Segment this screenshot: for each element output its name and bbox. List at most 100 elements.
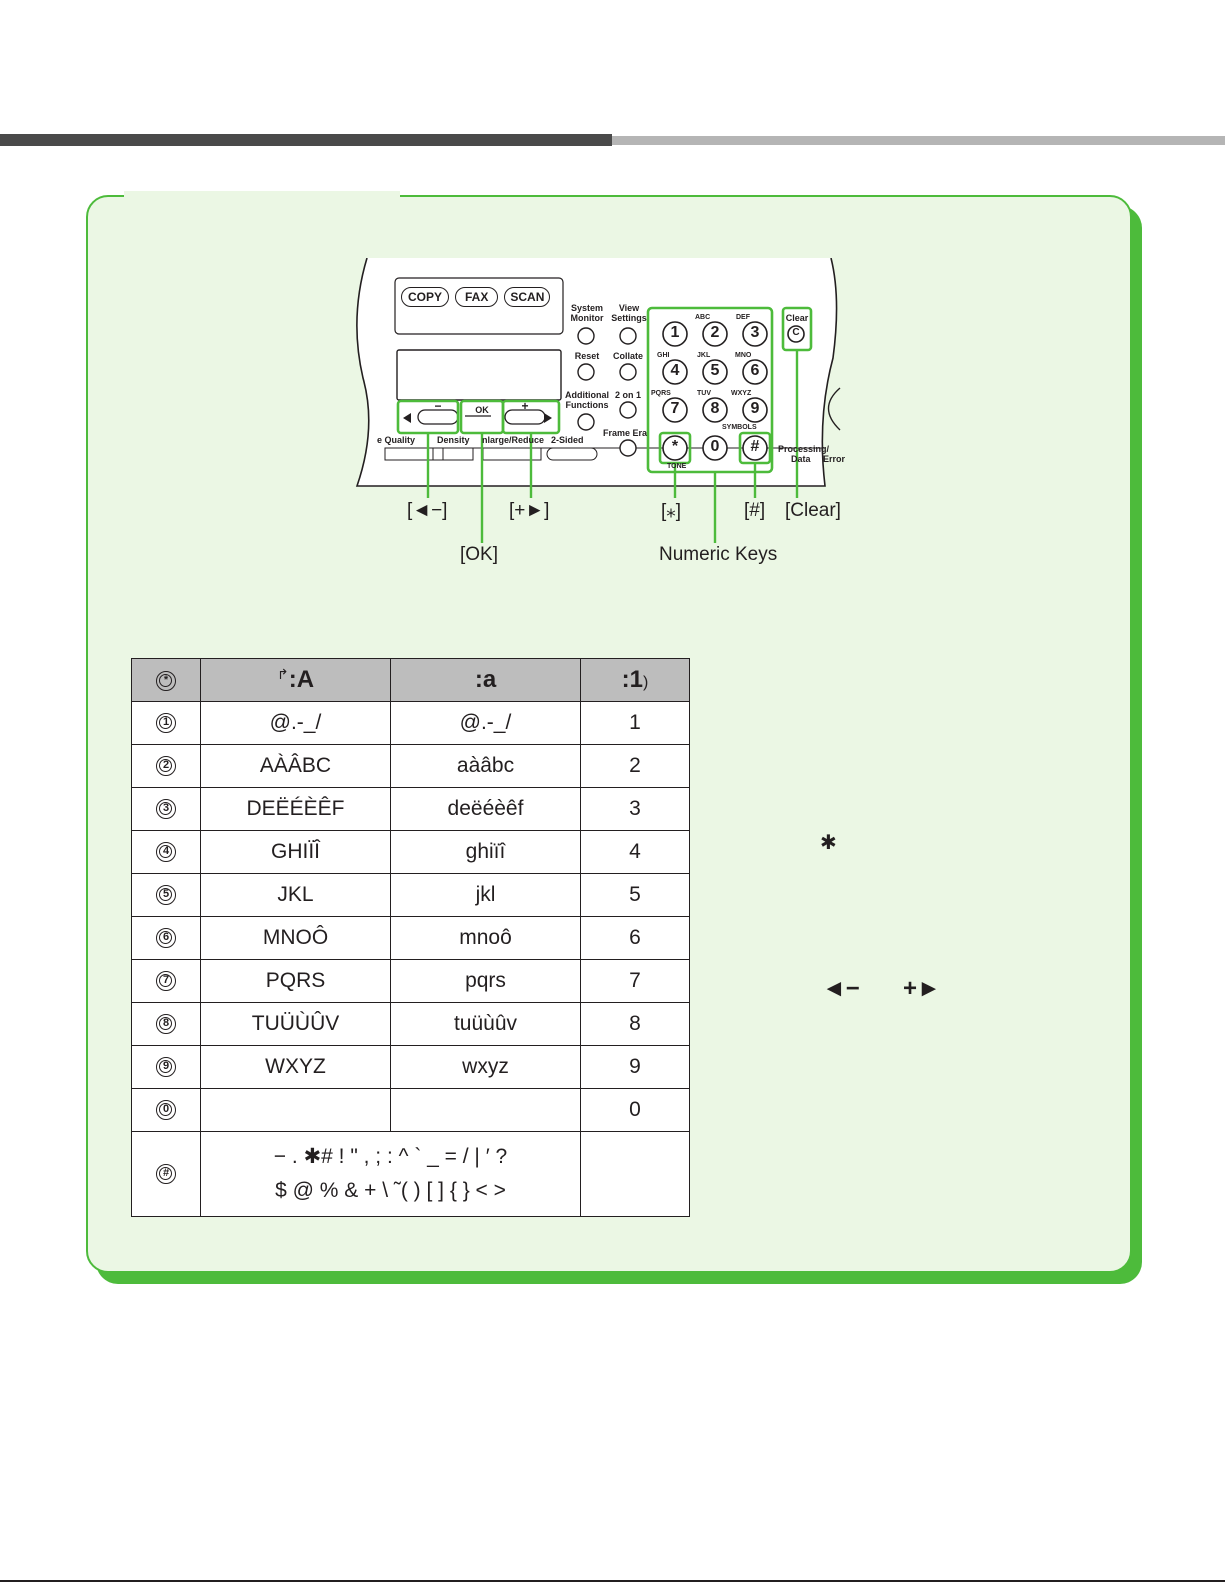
key-icon-8: 8: [156, 1014, 176, 1035]
footer-rule: [0, 1580, 1225, 1582]
key-cell: 5: [131, 873, 201, 917]
num-cell: 4: [580, 830, 690, 874]
label-plus: +: [521, 399, 529, 413]
label-processing: Processing/: [778, 444, 830, 454]
scan-button[interactable]: SCAN: [504, 287, 551, 307]
numeric-key-star[interactable]: *: [671, 438, 679, 455]
callout-ok: [OK]: [460, 544, 499, 565]
header-bar-light: [612, 136, 1225, 145]
label-system-monitor: System Monitor: [570, 303, 604, 323]
label-symbols: SYMBOLS: [722, 424, 757, 431]
key-cell: 1: [131, 701, 201, 745]
num-cell: 7: [580, 959, 690, 1003]
numeric-key-6[interactable]: 6: [750, 362, 760, 379]
numeric-key-hash[interactable]: #: [750, 438, 760, 455]
lower-cell: @.-_/: [390, 701, 581, 745]
copy-button[interactable]: COPY: [401, 287, 450, 307]
star-glyph: ✱: [820, 832, 837, 854]
numeric-key-9[interactable]: 9: [750, 400, 760, 417]
clear-key-glyph[interactable]: C: [792, 327, 800, 338]
header-upper-cell: ↱:A: [200, 658, 391, 702]
plus-right-glyph: +►: [903, 975, 941, 1002]
numeric-key-7[interactable]: 7: [670, 400, 680, 417]
key-cell: 0: [131, 1088, 201, 1132]
upper-cell: @.-_/: [200, 701, 391, 745]
numeric-key-8[interactable]: 8: [710, 400, 720, 417]
key-letters-pqrs: PQRS: [651, 390, 671, 397]
upper-cell: PQRS: [200, 959, 391, 1003]
key-cell: 6: [131, 916, 201, 960]
label-minus: −: [434, 399, 442, 413]
lower-cell: tuüùûv: [390, 1002, 581, 1046]
lower-cell: mnoô: [390, 916, 581, 960]
numeric-key-1[interactable]: 1: [670, 324, 680, 341]
label-enlarge-reduce: nlarge/Reduce: [482, 435, 545, 445]
cycle-arrow-icon: ↱: [276, 666, 289, 682]
upper-cell: [200, 1088, 391, 1132]
upper-cell: GHIÏÎ: [200, 830, 391, 874]
panel-tab-notch: [124, 191, 400, 199]
key-cell: 4: [131, 830, 201, 874]
symbols-line-1: − . ✱# ! " , ; : ^ ` _ = / | ′ ?: [273, 1145, 508, 1168]
upper-cell: JKL: [200, 873, 391, 917]
lower-cell: pqrs: [390, 959, 581, 1003]
callout-left-minus: [◄−]: [407, 500, 448, 521]
key-icon-9: 9: [156, 1057, 176, 1078]
symbols-row: # − . ✱# ! " , ; : ^ ` _ = / | ′ ? $ @ % &…: [131, 1131, 690, 1217]
left-minus-glyph: ◄−: [822, 975, 860, 1002]
key-letters-jkl: JKL: [697, 352, 711, 359]
callout-right-plus: [+►]: [509, 500, 550, 521]
numeric-key-4[interactable]: 4: [670, 362, 680, 379]
num-cell: 0: [580, 1088, 690, 1132]
numeric-key-2[interactable]: 2: [710, 324, 720, 341]
header-lower-cell: :a: [390, 658, 581, 702]
header-num-cell: :1): [580, 658, 690, 702]
numeric-key-0[interactable]: 0: [710, 438, 720, 455]
symbols-line-2: $ @ % & + \ ˜( ) [ ] { } < >: [275, 1179, 506, 1202]
header-bar-dark: [0, 134, 612, 146]
fax-button[interactable]: FAX: [455, 287, 499, 307]
label-ok: OK: [475, 405, 489, 415]
key-cell: 2: [131, 744, 201, 788]
label-frame-erase: Frame Era: [603, 428, 648, 438]
upper-cell: MNOÔ: [200, 916, 391, 960]
num-cell: 5: [580, 873, 690, 917]
upper-cell: AÀÂBC: [200, 744, 391, 788]
upper-cell: DEËÉÈÊF: [200, 787, 391, 831]
num-cell: [580, 1131, 690, 1217]
num-cell: 9: [580, 1045, 690, 1089]
numeric-key-5[interactable]: 5: [710, 362, 720, 379]
key-letters-ghi: GHI: [657, 352, 670, 359]
key-icon-hash: #: [156, 1164, 176, 1185]
mode-button-group: COPY FAX SCAN: [401, 287, 551, 307]
lower-cell: ghiïî: [390, 830, 581, 874]
header-key-cell: *: [131, 658, 201, 702]
key-cell: #: [131, 1131, 201, 1217]
symbols-cell: − . ✱# ! " , ; : ^ ` _ = / | ′ ? $ @ % & …: [200, 1131, 581, 1217]
callout-clear: [Clear]: [785, 500, 841, 521]
key-icon-6: 6: [156, 928, 176, 949]
upper-cell: TUÜÙÛV: [200, 1002, 391, 1046]
numeric-key-3[interactable]: 3: [750, 324, 760, 341]
key-icon-3: 3: [156, 799, 176, 820]
key-letters-tuv: TUV: [697, 390, 711, 397]
label-image-quality: e Quality: [377, 435, 416, 445]
label-clear: Clear: [785, 313, 809, 323]
label-view-settings: View Settings: [611, 303, 647, 323]
lower-cell: wxyz: [390, 1045, 581, 1089]
key-icon-7: 7: [156, 971, 176, 992]
num-cell: 3: [580, 787, 690, 831]
label-data: Data: [791, 454, 811, 464]
callout-star: [⁎]: [661, 501, 682, 522]
upper-cell: WXYZ: [200, 1045, 391, 1089]
key-icon-1: 1: [156, 713, 176, 734]
key-icon-2: 2: [156, 756, 176, 777]
label-error: Error: [823, 454, 846, 464]
